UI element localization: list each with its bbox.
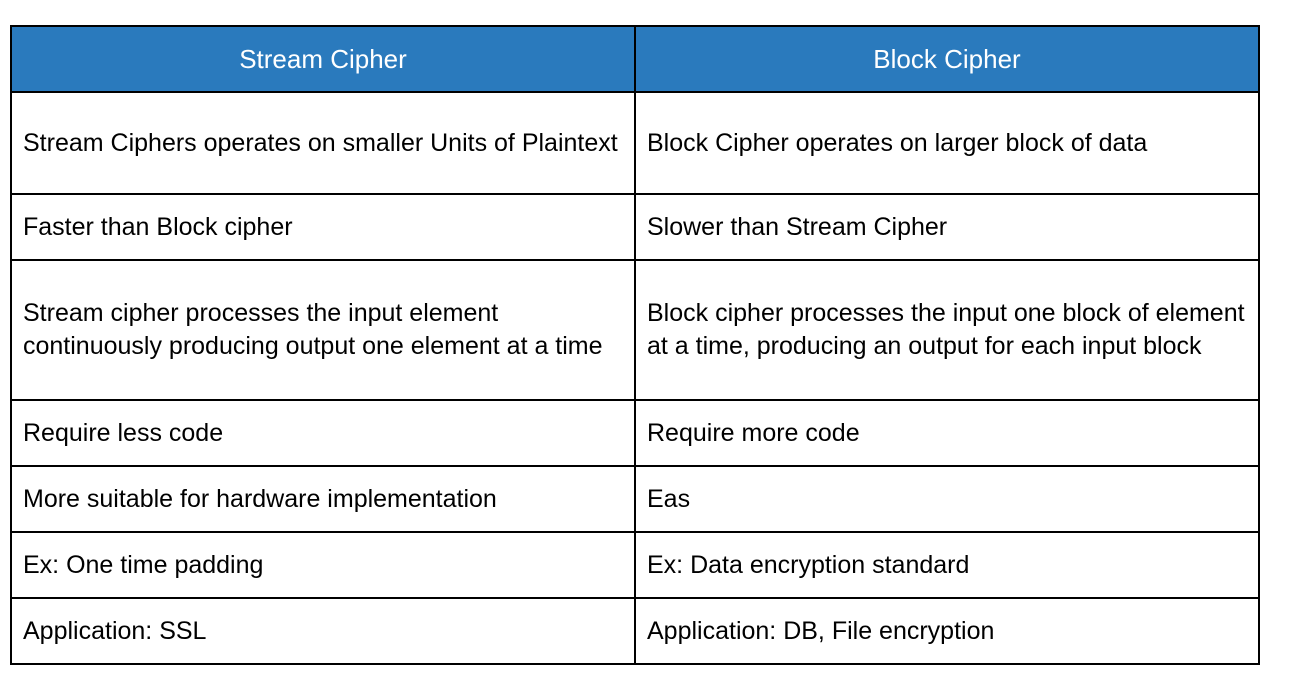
cell-block-cipher-4: Require more code	[634, 399, 1260, 467]
table-row: Ex: One time padding Ex: Data encryption…	[10, 531, 1260, 599]
cell-stream-cipher-1: Stream Ciphers operates on smaller Units…	[10, 91, 636, 195]
column-header-stream-cipher: Stream Cipher	[10, 25, 636, 93]
cell-stream-cipher-6: Ex: One time padding	[10, 531, 636, 599]
cell-stream-cipher-7: Application: SSL	[10, 597, 636, 665]
table-row: More suitable for hardware implementatio…	[10, 465, 1260, 533]
cell-block-cipher-5: Eas	[634, 465, 1260, 533]
table-row: Stream Ciphers operates on smaller Units…	[10, 91, 1260, 195]
column-header-block-cipher: Block Cipher	[634, 25, 1260, 93]
cell-stream-cipher-4: Require less code	[10, 399, 636, 467]
cell-block-cipher-6: Ex: Data encryption standard	[634, 531, 1260, 599]
table-row: Require less code Require more code	[10, 399, 1260, 467]
cell-stream-cipher-3: Stream cipher processes the input elemen…	[10, 259, 636, 401]
cell-block-cipher-2: Slower than Stream Cipher	[634, 193, 1260, 261]
cipher-comparison-table: Stream Cipher Block Cipher Stream Cipher…	[10, 25, 1260, 665]
table-row: Stream cipher processes the input elemen…	[10, 259, 1260, 401]
table-row: Faster than Block cipher Slower than Str…	[10, 193, 1260, 261]
table-header: Stream Cipher Block Cipher	[10, 25, 1260, 93]
cell-block-cipher-3: Block cipher processes the input one blo…	[634, 259, 1260, 401]
cell-block-cipher-1: Block Cipher operates on larger block of…	[634, 91, 1260, 195]
cell-stream-cipher-5: More suitable for hardware implementatio…	[10, 465, 636, 533]
cell-stream-cipher-2: Faster than Block cipher	[10, 193, 636, 261]
cell-block-cipher-7: Application: DB, File encryption	[634, 597, 1260, 665]
table-row: Application: SSL Application: DB, File e…	[10, 597, 1260, 665]
table-body: Stream Ciphers operates on smaller Units…	[10, 91, 1260, 665]
table-header-row: Stream Cipher Block Cipher	[10, 25, 1260, 93]
